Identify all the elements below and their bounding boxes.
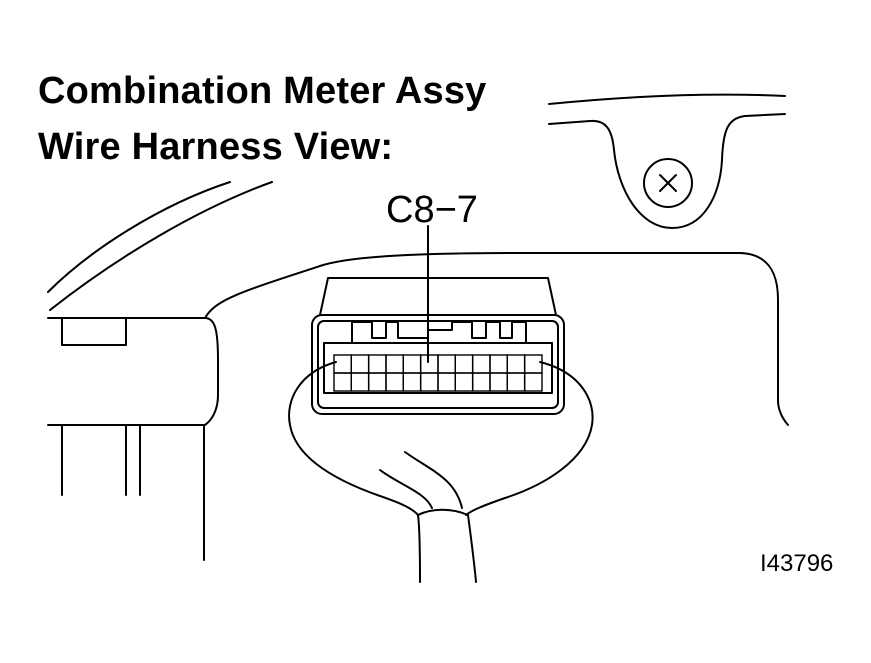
mounting-bracket — [548, 93, 786, 229]
title-line-2: Wire Harness View: — [38, 126, 394, 168]
terminal-cells — [333, 354, 543, 392]
meter-housing — [47, 252, 789, 561]
terminal-cell — [506, 354, 526, 374]
terminal-cell — [454, 372, 474, 392]
terminal-cell — [368, 372, 387, 392]
terminal-cell — [524, 372, 543, 392]
terminal-cell — [437, 372, 456, 392]
terminal-cell — [420, 354, 439, 374]
connector-pin-label: C8−7 — [386, 189, 478, 231]
terminal-cell — [489, 354, 508, 374]
terminal-cell — [454, 354, 474, 374]
terminal-cell — [524, 354, 543, 374]
terminal-cell — [385, 354, 404, 374]
terminal-cell — [420, 372, 439, 392]
meter-panel-outline — [47, 181, 273, 311]
terminal-cell — [489, 372, 508, 392]
terminal-cell — [333, 354, 352, 374]
terminal-cell — [472, 372, 491, 392]
terminal-cell — [506, 372, 526, 392]
terminal-cell — [402, 354, 422, 374]
screw-icon — [643, 158, 693, 208]
terminal-cell — [402, 372, 422, 392]
figure-reference-id: I43796 — [760, 550, 834, 577]
terminal-cell — [350, 372, 370, 392]
terminal-cell — [368, 354, 387, 374]
title-line-1: Combination Meter Assy — [38, 70, 487, 112]
terminal-cell — [472, 354, 491, 374]
terminal-cell — [385, 372, 404, 392]
terminal-cell — [333, 372, 352, 392]
terminal-cell — [437, 354, 456, 374]
terminal-cell — [350, 354, 370, 374]
connector-c8 — [311, 277, 565, 415]
wire-harness — [288, 361, 594, 583]
